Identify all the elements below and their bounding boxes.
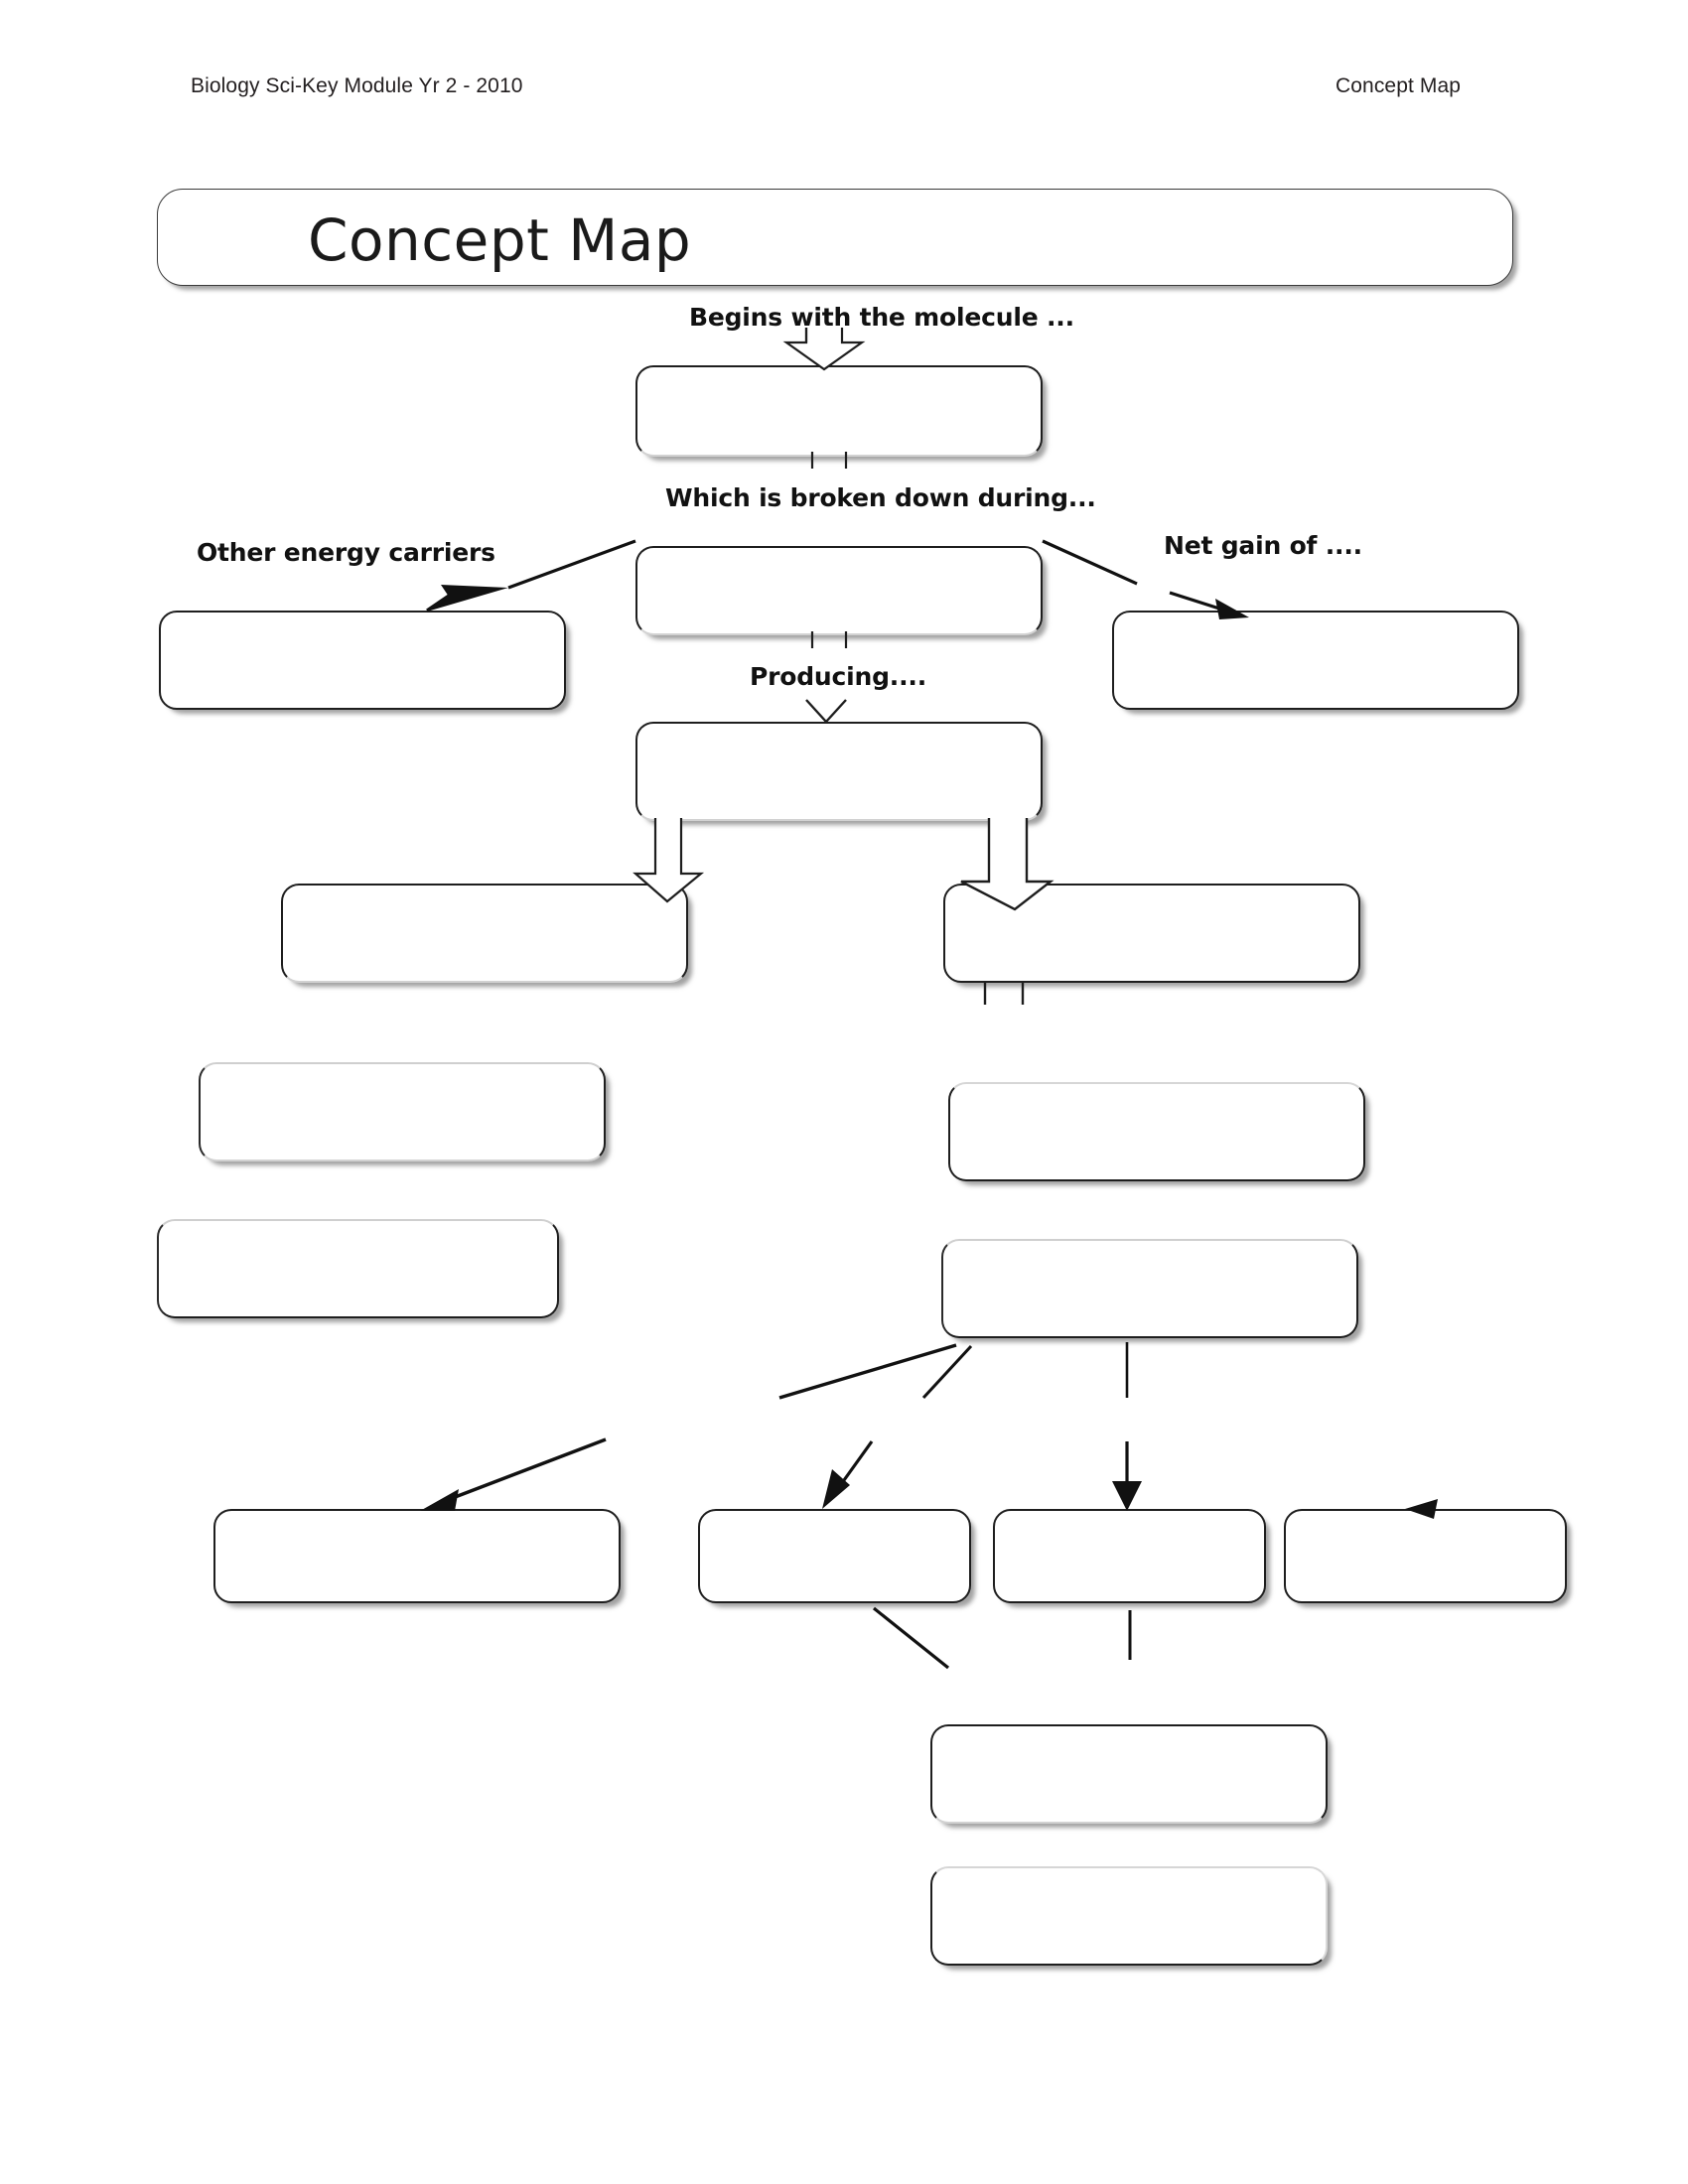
block-arrow-title-to-molecule (782, 328, 866, 371)
box-left-branch[interactable] (281, 884, 688, 983)
arrow-to-bottom-1 (420, 1437, 607, 1511)
box-tail-1[interactable] (930, 1724, 1328, 1824)
stub-right-branch-bottom (983, 981, 1025, 1005)
box-molecule[interactable] (635, 365, 1043, 457)
box-other-carriers[interactable] (159, 611, 566, 710)
page-title: Concept Map (308, 206, 692, 274)
header-left-text: Biology Sci-Key Module Yr 2 - 2010 (191, 74, 523, 97)
box-bottom-3[interactable] (993, 1509, 1266, 1603)
box-right-mid-2[interactable] (941, 1239, 1358, 1338)
arrow-to-bottom-3 (1112, 1441, 1142, 1511)
box-right-mid-1[interactable] (948, 1082, 1365, 1181)
label-broken-down: Which is broken down during... (665, 483, 1096, 512)
box-net-gain[interactable] (1112, 611, 1519, 710)
box-product[interactable] (635, 722, 1043, 821)
box-bottom-1[interactable] (213, 1509, 621, 1603)
line-fan-from-right-mid-2 (778, 1342, 1129, 1400)
box-tail-2[interactable] (930, 1866, 1328, 1966)
label-begins-with: Begins with the molecule ... (689, 303, 1074, 332)
box-bottom-2[interactable] (698, 1509, 971, 1603)
title-banner (157, 189, 1513, 286)
box-left-mid-1[interactable] (199, 1062, 606, 1161)
box-right-branch[interactable] (943, 884, 1360, 983)
box-left-mid-2[interactable] (157, 1219, 559, 1318)
line-from-bottom-2-down (873, 1606, 949, 1670)
label-net-gain: Net gain of .... (1164, 531, 1362, 560)
box-bottom-4[interactable] (1284, 1509, 1567, 1603)
chevron-producing-to-product (805, 699, 847, 724)
label-other-carriers: Other energy carriers (197, 538, 495, 567)
label-producing: Producing.... (750, 662, 926, 691)
box-process[interactable] (635, 546, 1043, 635)
header-right-text: Concept Map (1336, 74, 1462, 97)
arrow-to-bottom-2 (822, 1440, 874, 1509)
